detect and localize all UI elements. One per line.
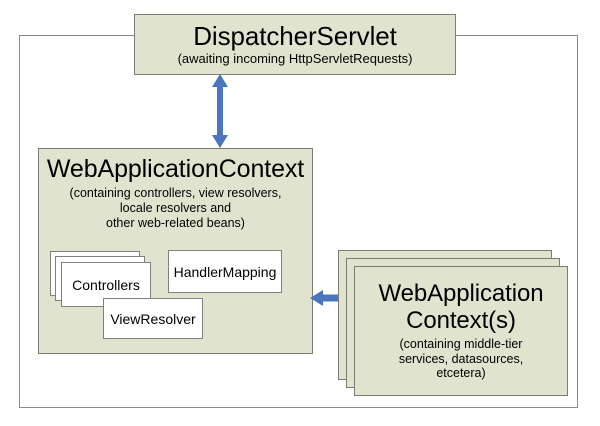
dispatcher-servlet-subtitle: (awaiting incoming HttpServletRequests) bbox=[177, 50, 413, 66]
root-context-title: WebApplication Context(s) bbox=[378, 280, 544, 334]
root-context-subtitle: (containing middle-tier services, dataso… bbox=[398, 336, 524, 381]
handler-mapping-box[interactable]: HandlerMapping bbox=[168, 250, 282, 293]
root-context-box[interactable]: WebApplication Context(s) (containing mi… bbox=[354, 266, 568, 396]
web-application-context-subtitle: (containing controllers, view resolvers,… bbox=[69, 186, 282, 230]
web-application-context-title: WebApplicationContext bbox=[46, 155, 305, 183]
dispatcher-servlet-box[interactable]: DispatcherServlet (awaiting incoming Htt… bbox=[134, 14, 456, 75]
dispatcher-to-web-context-arrow bbox=[212, 74, 228, 148]
dispatcher-servlet-title: DispatcherServlet bbox=[193, 20, 397, 51]
view-resolver-box[interactable]: ViewResolver bbox=[103, 298, 203, 339]
root-context-stack: WebApplication Context(s) (containing mi… bbox=[338, 250, 568, 396]
